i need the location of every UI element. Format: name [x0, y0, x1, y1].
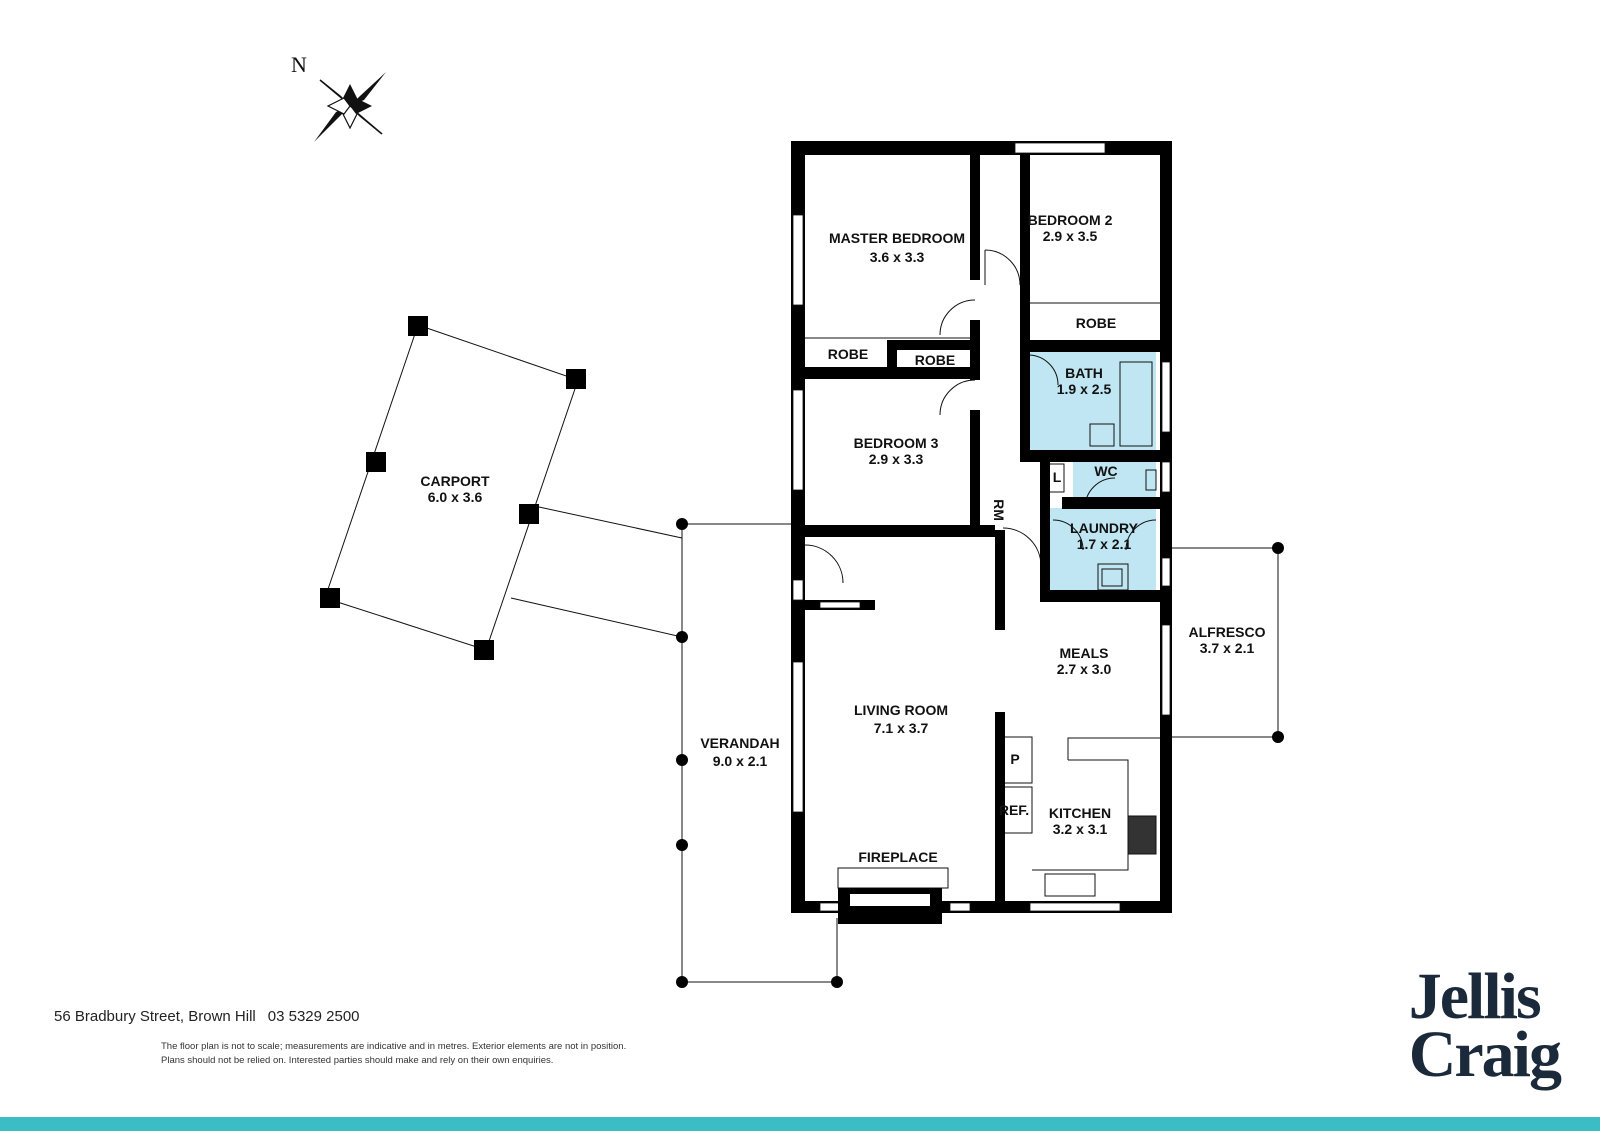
meals-size: 2.7 x 3.0	[1057, 661, 1112, 677]
agent-phone: 03 5329 2500	[267, 1008, 360, 1025]
laundry-size: 1.7 x 2.1	[1077, 536, 1132, 552]
carport-structure	[320, 316, 683, 660]
disclaimer-line-2: Plans should not be relied on. Intereste…	[161, 1055, 554, 1066]
verandah-size: 9.0 x 2.1	[713, 753, 768, 769]
rm-label: RM	[991, 499, 1007, 521]
meals-name: MEALS	[1060, 645, 1109, 661]
master-bedroom-size: 3.6 x 3.3	[870, 249, 925, 265]
robe-bedroom3-label: ROBE	[915, 352, 955, 368]
verandah-name: VERANDAH	[700, 735, 779, 751]
bedroom3-size: 2.9 x 3.3	[869, 451, 924, 467]
compass-icon	[314, 72, 386, 142]
linen-label: L	[1053, 469, 1062, 485]
living-room-size: 7.1 x 3.7	[874, 720, 929, 736]
verandah-structure	[676, 518, 843, 988]
brand-logo: Jellis Craig	[1408, 960, 1562, 1091]
kitchen-name: KITCHEN	[1049, 805, 1111, 821]
compass-north-label: N	[291, 52, 307, 77]
fireplace-label: FIREPLACE	[858, 849, 937, 865]
door-swings	[804, 249, 1157, 584]
property-address: 56 Bradbury Street, Brown Hill	[54, 1008, 256, 1025]
alfresco-name: ALFRESCO	[1189, 624, 1266, 640]
master-bedroom-name: MASTER BEDROOM	[829, 230, 965, 246]
alfresco-structure	[1170, 542, 1284, 743]
carport-name: CARPORT	[420, 473, 490, 489]
fridge-label: REF.	[999, 802, 1029, 818]
disclaimer: The floor plan is not to scale; measurem…	[161, 1040, 681, 1068]
bedroom2-name: BEDROOM 2	[1028, 212, 1113, 228]
brand-logo-line1: Jellis	[1408, 960, 1542, 1033]
alfresco-size: 3.7 x 2.1	[1200, 640, 1255, 656]
disclaimer-line-1: The floor plan is not to scale; measurem…	[161, 1041, 627, 1052]
bedroom2-size: 2.9 x 3.5	[1043, 228, 1098, 244]
bath-size: 1.9 x 2.5	[1057, 381, 1112, 397]
kitchen-size: 3.2 x 3.1	[1053, 821, 1108, 837]
bath-name: BATH	[1065, 365, 1103, 381]
property-address-line: 56 Bradbury Street, Brown Hill 03 5329 25…	[54, 1008, 372, 1025]
robe-master-label: ROBE	[828, 346, 868, 362]
bedroom3-name: BEDROOM 3	[854, 435, 939, 451]
wc-label: WC	[1094, 463, 1117, 479]
wet-areas	[1028, 352, 1156, 590]
laundry-name: LAUNDRY	[1070, 520, 1139, 536]
robe-bedroom2-label: ROBE	[1076, 315, 1116, 331]
footer-accent-bar	[0, 1117, 1600, 1131]
windows	[792, 142, 1171, 912]
fireplace-icon	[838, 888, 942, 924]
carport-size: 6.0 x 3.6	[428, 489, 483, 505]
living-room-name: LIVING ROOM	[854, 702, 948, 718]
pantry-label: P	[1010, 751, 1019, 767]
brand-logo-line2: Craig	[1408, 1018, 1562, 1091]
